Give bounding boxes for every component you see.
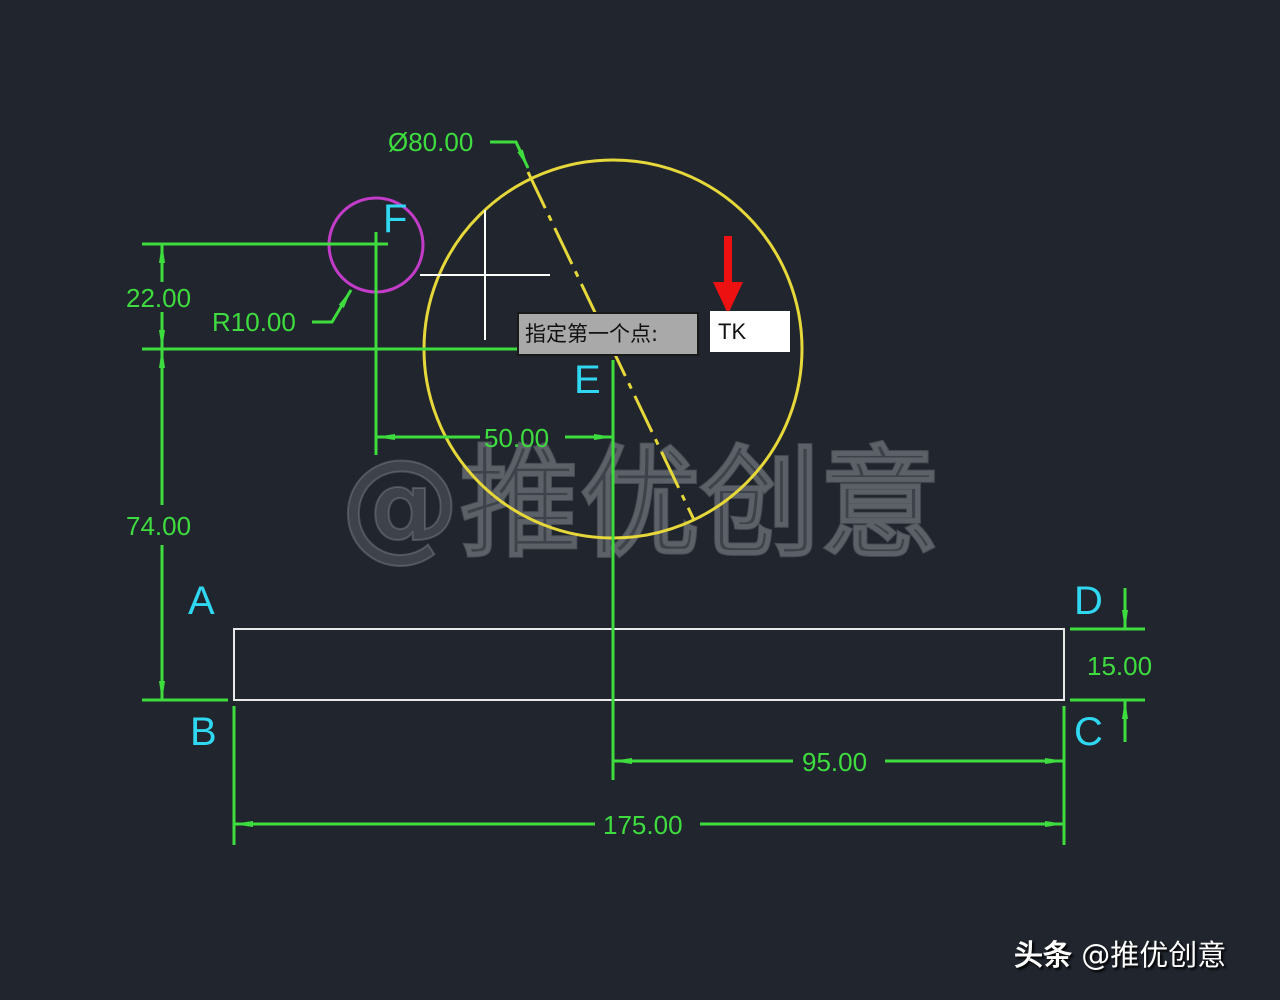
horizontal-dimension-50: 50.00 [484, 423, 549, 453]
horizontal-dimension-175: 175.00 [603, 810, 683, 840]
command-input[interactable] [710, 311, 790, 352]
rectangle-abcd[interactable] [233, 628, 1065, 701]
vertical-dimension-74: 74.00 [126, 511, 191, 541]
command-prompt-label: 指定第一个点: [517, 312, 699, 356]
diameter-dimension: Ø80.00 [388, 127, 473, 157]
point-label-d: D [1074, 579, 1103, 623]
credit-platform: 头条 [1014, 938, 1073, 972]
point-label-a: A [188, 579, 215, 623]
dimension-lines [142, 140, 1145, 845]
credit-watermark: 头条 @推优创意 [1014, 932, 1226, 974]
point-label-f: F [383, 197, 407, 241]
vertical-dimension-22: 22.00 [126, 283, 191, 313]
point-label-b: B [190, 710, 217, 754]
crosshair-cursor [420, 210, 550, 340]
point-label-c: C [1074, 710, 1103, 754]
watermark-text: @推优创意 [340, 435, 940, 574]
point-label-e: E [574, 358, 601, 402]
red-arrow-indicator-icon [713, 236, 743, 314]
credit-handle: @推优创意 [1081, 938, 1227, 972]
vertical-dimension-15: 15.00 [1087, 651, 1152, 681]
radius-dimension: R10.00 [212, 307, 296, 337]
horizontal-dimension-95: 95.00 [802, 747, 867, 777]
